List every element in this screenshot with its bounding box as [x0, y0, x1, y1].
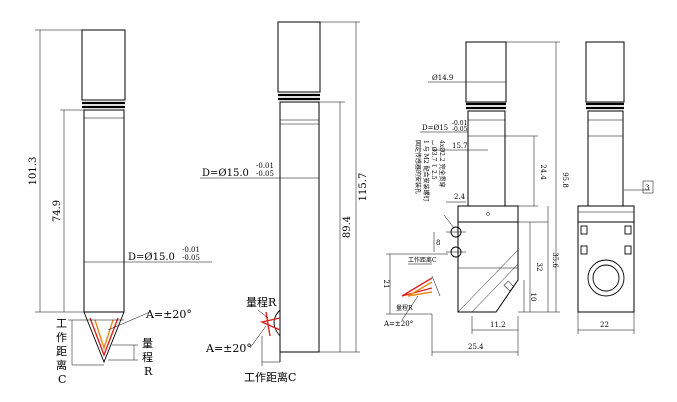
dim-24-4: 24.4 — [539, 164, 547, 180]
beam-red — [89, 317, 119, 357]
beam-orange — [407, 281, 433, 297]
tolerance-upper: -0.01 — [452, 120, 467, 127]
lens-inner — [592, 264, 620, 292]
lens-outer — [587, 259, 625, 297]
beam-red — [265, 311, 271, 337]
leader-line — [401, 295, 419, 321]
side-window — [273, 309, 281, 337]
angled-head — [457, 221, 519, 313]
head-block — [577, 221, 635, 313]
dim-2-4: 2.4 — [454, 193, 466, 201]
dim-3: 3 — [645, 184, 649, 192]
wd-char: 作 — [56, 331, 67, 344]
diameter-label: D=Ø15.0 — [202, 168, 249, 179]
mount-flange — [457, 205, 519, 223]
range-label: 量程R — [396, 304, 413, 312]
tolerance-lower: -0.05 — [452, 126, 468, 133]
beam-red — [259, 317, 281, 331]
hole-note-line: 固定传感器的安装孔 — [414, 140, 422, 194]
dim-95-8: 95.8 — [561, 172, 569, 188]
probe-top-cap — [277, 21, 321, 93]
dim-10: 10 — [529, 293, 537, 302]
probe-body — [279, 101, 320, 353]
dim-22: 22 — [600, 321, 609, 329]
dim-25-4: 25.4 — [468, 343, 484, 351]
probe-tip — [83, 311, 125, 364]
dim-74-9: 74.9 — [52, 200, 63, 222]
probe-top-cap — [465, 41, 507, 103]
mount-hole — [580, 225, 588, 235]
leader-line — [249, 325, 267, 349]
angle-label: A=±20° — [383, 320, 413, 328]
wd-char: 工 — [56, 317, 67, 330]
wd-char: C — [58, 373, 66, 386]
dim-35-6: 35.6 — [551, 252, 559, 268]
range-char: 量 — [142, 337, 153, 350]
wd-char: 距 — [56, 345, 67, 358]
range-char: R — [144, 365, 153, 378]
dim-21: 21 — [382, 280, 390, 289]
hole-note-line: 1 与 M2 配合安装螺钉 — [422, 140, 430, 202]
diameter-label: D=Ø15.0 — [128, 252, 175, 263]
beam-orange — [94, 319, 114, 351]
dim-15-7: 15.7 — [452, 142, 468, 150]
leader-line — [443, 214, 455, 229]
tolerance-upper: -0.01 — [182, 246, 200, 254]
hole-note-line: ⌴ Ø3.7 ↧ 2.5 — [430, 140, 437, 180]
wd-label: 工作距离C — [408, 256, 437, 264]
dim-115-7: 115.7 — [358, 173, 369, 202]
probe-body — [83, 109, 125, 313]
view-1-straight-probe: 101.3 74.9 D=Ø15.0 -0.01 -0.05 A=±20° 工 … — [28, 29, 212, 386]
dim-32: 32 — [535, 263, 543, 272]
beam-edge — [431, 275, 441, 297]
view-4-side-view: 3 22 — [577, 41, 654, 334]
mount-flange — [577, 205, 635, 223]
view-2-side-probe: 115.7 89.4 D=Ø15.0 -0.01 -0.05 量程R A=±20… — [200, 21, 369, 384]
dim-89-4: 89.4 — [342, 216, 353, 238]
probe-top-cap — [585, 41, 625, 103]
view-3-right-angle-probe: Ø14.9 D=Ø15 -0.01 -0.05 4xØ2.2 完全贯穿 ⌴ Ø3… — [382, 41, 569, 356]
range-label: 量程R — [246, 296, 277, 309]
dim-101-3: 101.3 — [28, 157, 39, 186]
center-mark — [486, 212, 490, 216]
mount-hole — [624, 225, 632, 235]
wd-char: 离 — [56, 358, 67, 372]
mount-hole — [580, 245, 588, 255]
dim-11-2: 11.2 — [490, 321, 506, 329]
dim-8: 8 — [436, 239, 440, 247]
top-diameter-label: Ø14.9 — [432, 74, 453, 82]
probe-top-cap — [81, 29, 126, 101]
tolerance-upper: -0.01 — [256, 162, 274, 170]
angle-label: A=±20° — [145, 308, 192, 321]
beam-red — [401, 277, 433, 297]
angle-label: A=±20° — [205, 342, 252, 355]
mirror-line — [471, 263, 519, 313]
wd-label: 工作距离C — [244, 370, 296, 384]
window-slot — [503, 280, 515, 292]
leader-line — [107, 311, 151, 331]
tolerance-lower: -0.05 — [256, 170, 274, 178]
tolerance-lower: -0.05 — [182, 254, 200, 262]
hole-note-line: 4xØ2.2 完全贯穿 — [438, 140, 446, 188]
mount-hole — [624, 245, 632, 255]
range-char: 程 — [142, 351, 153, 364]
dim-box — [642, 180, 654, 194]
probe-body — [587, 110, 624, 207]
mirror-line — [457, 249, 519, 313]
probe-body — [467, 110, 506, 207]
diameter-label: D=Ø15 — [422, 124, 448, 132]
leader-line — [257, 309, 269, 319]
